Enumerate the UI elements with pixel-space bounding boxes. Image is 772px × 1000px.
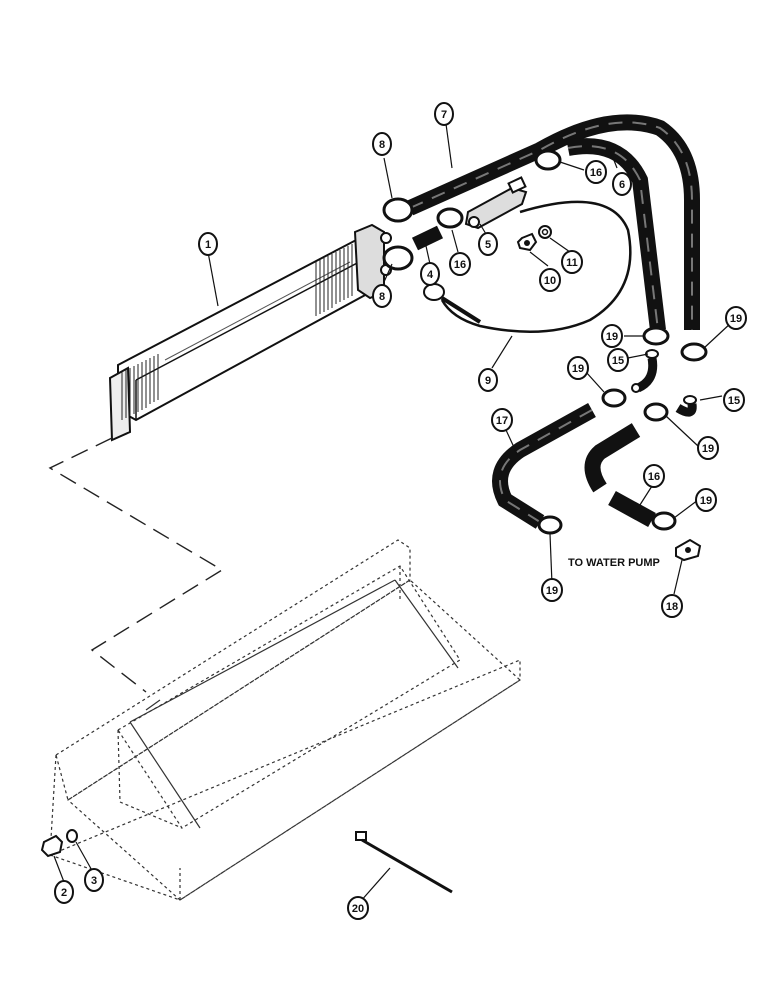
valve-5 <box>464 176 528 230</box>
svg-text:16: 16 <box>648 471 660 483</box>
callout-1: 1 <box>198 232 218 256</box>
hose-6 <box>566 138 666 331</box>
callout-11: 11 <box>561 250 583 274</box>
svg-text:19: 19 <box>606 331 618 343</box>
svg-text:16: 16 <box>454 259 466 271</box>
hose-4 <box>411 225 444 251</box>
callout-9: 9 <box>478 368 498 392</box>
callout-6: 6 <box>612 172 632 196</box>
callout-16-c: 16 <box>643 464 665 488</box>
callout-17: 17 <box>491 408 513 432</box>
hose-7 <box>406 114 700 330</box>
callout-19-d: 19 <box>697 436 719 460</box>
callout-2: 2 <box>54 880 74 904</box>
svg-text:2: 2 <box>61 887 67 899</box>
svg-text:11: 11 <box>566 257 578 269</box>
elbow-15-right <box>675 395 697 417</box>
svg-text:6: 6 <box>619 179 625 191</box>
hose-16-lower <box>584 423 656 528</box>
callout-3: 3 <box>84 868 104 892</box>
washer-3 <box>66 829 78 843</box>
svg-text:19: 19 <box>730 313 742 325</box>
callout-16-a: 16 <box>449 252 471 276</box>
routing-dashed-line <box>48 437 224 693</box>
callout-15-left: 15 <box>607 348 629 372</box>
svg-text:19: 19 <box>700 495 712 507</box>
callout-19-e: 19 <box>541 578 563 602</box>
callout-4: 4 <box>420 262 440 286</box>
svg-text:20: 20 <box>352 903 364 915</box>
svg-text:4: 4 <box>427 269 434 281</box>
svg-text:18: 18 <box>666 601 678 613</box>
washer-11 <box>538 225 552 239</box>
svg-text:19: 19 <box>702 443 714 455</box>
callout-19-b: 19 <box>725 306 747 330</box>
rod-20 <box>355 831 453 894</box>
svg-text:8: 8 <box>379 139 385 151</box>
callout-15-right: 15 <box>723 388 745 412</box>
svg-text:7: 7 <box>441 109 447 121</box>
clamp-16-b <box>534 149 562 171</box>
svg-text:19: 19 <box>546 585 558 597</box>
svg-text:16: 16 <box>590 167 602 179</box>
callout-19-f: 19 <box>695 488 717 512</box>
callout-7: 7 <box>434 102 454 126</box>
callout-20: 20 <box>347 896 369 920</box>
clamp-8-upper <box>382 197 414 223</box>
callout-8-lower: 8 <box>372 284 392 308</box>
nut-10 <box>516 232 538 252</box>
clamp-8-lower <box>382 245 414 271</box>
clamp-16-a <box>436 207 464 229</box>
callout-8-upper: 8 <box>372 132 392 156</box>
water-pump-note: TO WATER PUMP <box>568 557 660 569</box>
svg-text:9: 9 <box>485 375 491 387</box>
svg-text:15: 15 <box>612 355 624 367</box>
svg-text:19: 19 <box>572 363 584 375</box>
svg-text:3: 3 <box>91 875 97 887</box>
svg-text:5: 5 <box>485 239 491 251</box>
callout-19-c: 19 <box>567 356 589 380</box>
svg-text:10: 10 <box>544 275 556 287</box>
fitting-18 <box>675 538 702 562</box>
svg-text:1: 1 <box>205 239 211 251</box>
callout-19-a: 19 <box>601 324 623 348</box>
svg-text:17: 17 <box>496 415 508 427</box>
screw-2 <box>40 834 64 858</box>
callout-10: 10 <box>539 268 561 292</box>
heater-core <box>108 223 392 442</box>
svg-text:15: 15 <box>728 395 740 407</box>
hose-17 <box>492 403 596 529</box>
svg-text:8: 8 <box>379 291 385 303</box>
callout-5: 5 <box>478 232 498 256</box>
clamp-19-set <box>537 326 708 535</box>
heater-housing <box>48 539 521 901</box>
callout-16-b: 16 <box>585 160 607 184</box>
callout-18: 18 <box>661 594 683 618</box>
